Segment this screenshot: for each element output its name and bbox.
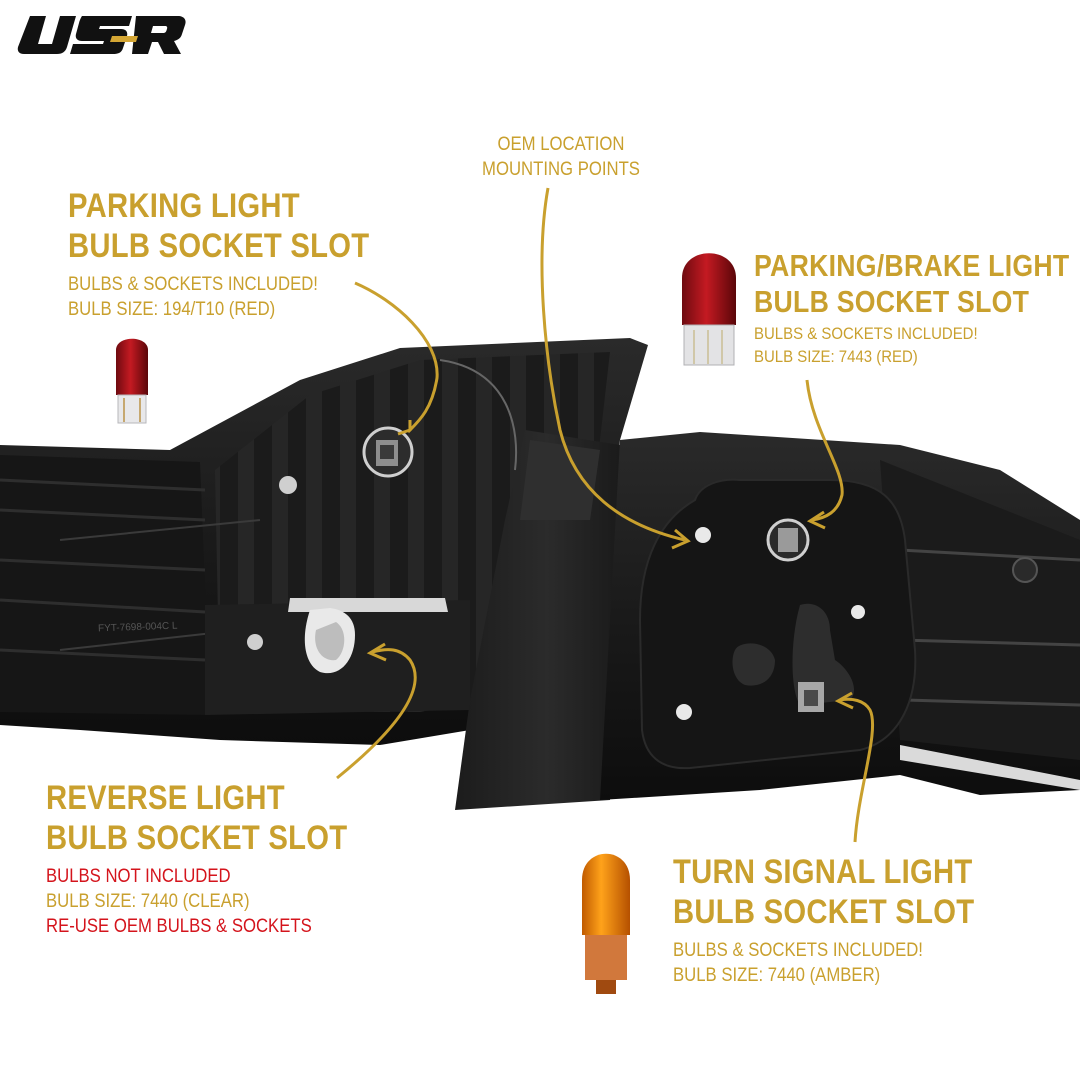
- turn-note1: BULBS & SOCKETS INCLUDED!: [673, 940, 923, 961]
- label-parking-light: PARKING LIGHT BULB SOCKET SLOT BULBS & S…: [68, 186, 418, 322]
- arrow-oem: [540, 187, 686, 542]
- reverse-title-line1: REVERSE LIGHT: [46, 779, 285, 817]
- arrow-parking: [354, 281, 439, 434]
- parking-brake-note1: BULBS & SOCKETS INCLUDED!: [754, 324, 978, 343]
- parking-note1: BULBS & SOCKETS INCLUDED!: [68, 274, 318, 295]
- turn-note2: BULB SIZE: 7440 (AMBER): [673, 965, 881, 986]
- turn-title-line2: BULB SOCKET SLOT: [673, 893, 975, 931]
- parking-title-line1: PARKING LIGHT: [68, 187, 300, 225]
- parking-title-line2: BULB SOCKET SLOT: [68, 227, 370, 265]
- arrow-parking-brake: [805, 379, 844, 522]
- bulb-7443-red: [682, 253, 736, 366]
- parking-brake-note2: BULB SIZE: 7443 (RED): [754, 347, 918, 366]
- oem-line1: OEM LOCATION: [497, 134, 625, 155]
- label-turn-signal-light: TURN SIGNAL LIGHT BULB SOCKET SLOT BULBS…: [673, 852, 1023, 988]
- reverse-note2: BULB SIZE: 7440 (CLEAR): [46, 891, 250, 912]
- parking-brake-title-line1: PARKING/BRAKE LIGHT: [754, 248, 1070, 283]
- arrow-reverse: [336, 648, 417, 780]
- turn-title-line1: TURN SIGNAL LIGHT: [673, 853, 973, 891]
- label-parking-brake-light: PARKING/BRAKE LIGHT BULB SOCKET SLOT BUL…: [754, 248, 1080, 368]
- bulb-7440-amber: [582, 853, 630, 994]
- parking-note2: BULB SIZE: 194/T10 (RED): [68, 299, 276, 320]
- brand-logo: [17, 16, 186, 54]
- parking-brake-title-line2: BULB SOCKET SLOT: [754, 284, 1030, 319]
- label-oem-mounting: OEM LOCATION MOUNTING POINTS: [461, 132, 661, 182]
- reverse-note3: RE-USE OEM BULBS & SOCKETS: [46, 916, 312, 937]
- reverse-title-line2: BULB SOCKET SLOT: [46, 819, 348, 857]
- reverse-note1: BULBS NOT INCLUDED: [46, 866, 231, 887]
- logo-gold-stripe: [110, 36, 138, 42]
- arrow-turn: [839, 697, 875, 843]
- label-reverse-light: REVERSE LIGHT BULB SOCKET SLOT BULBS NOT…: [46, 778, 396, 939]
- oem-line2: MOUNTING POINTS: [482, 159, 640, 180]
- bulb-194-red: [116, 338, 148, 424]
